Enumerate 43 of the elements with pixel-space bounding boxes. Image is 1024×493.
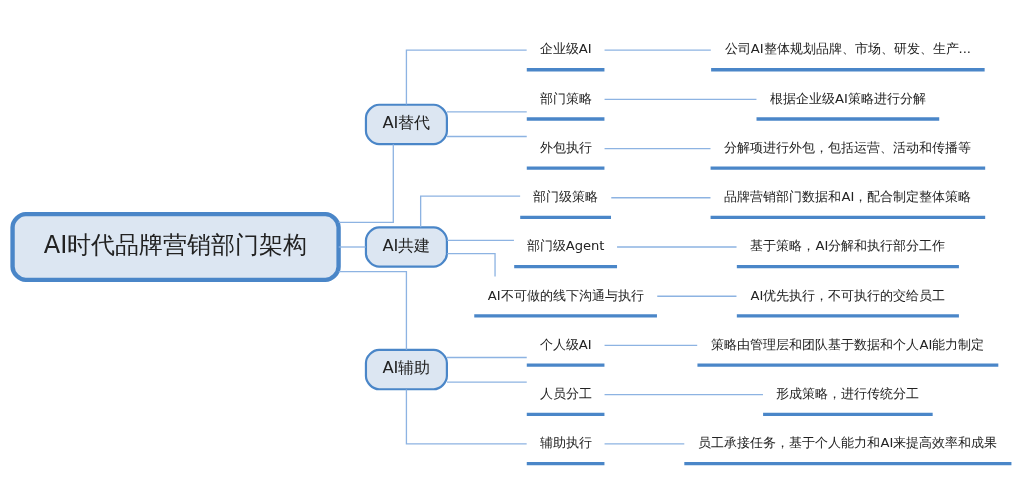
node-text: 公司AI整体规划品牌、市场、研发、生产... [724,40,972,56]
connector [446,135,528,137]
connector [446,252,496,277]
node-text: 根据企业级AI策略进行分解 [769,90,926,106]
node-text: 外包执行 [539,139,592,155]
node-text: 部门级策略 [533,188,599,204]
node-text: 策略由管理层和团队基于数据和个人AI能力制定 [711,336,985,352]
connector [656,295,738,297]
node-text: 分解项进行外包，包括运营、活动和传播等 [724,139,972,155]
connector [603,344,698,346]
connector [338,245,367,248]
connector [338,143,394,223]
node-text: 形成策略，进行传统分工 [776,385,920,401]
connector [610,196,712,198]
node-text: 个人级AI [539,336,592,352]
connector [446,380,528,383]
node-text: 企业级AI [539,40,592,56]
connector [603,442,685,445]
node-box: AI替代 [364,103,448,145]
connector [603,147,712,149]
connector [405,48,528,105]
connector [603,393,764,395]
connector [420,194,521,228]
connector [603,48,712,51]
connector [446,356,528,358]
node-box: AI时代品牌营销部门架构 [10,211,341,282]
node-text: 人员分工 [539,385,592,401]
node-text: 员工承接任务，基于个人能力和AI来提高效率和成果 [698,434,998,450]
node-text: 辅助执行 [539,434,592,450]
connector [446,110,528,113]
node-text: 品牌营销部门数据和AI，配合制定整体策略 [724,188,972,204]
node-text: 基于策略，AI分解和执行部分工作 [750,237,946,253]
node-text: AI不可做的线下沟通与执行 [487,287,644,303]
node-box: AI辅助 [364,348,448,390]
node-text: 部门级Agent [526,237,605,253]
connector [616,245,738,248]
node-text: AI优先执行，不可执行的交给员工 [750,287,946,303]
connector [446,239,515,241]
connector [603,98,758,100]
connector [338,270,408,350]
node-box: AI共建 [364,225,448,268]
connector [405,388,528,445]
node-text: 部门策略 [539,90,592,106]
